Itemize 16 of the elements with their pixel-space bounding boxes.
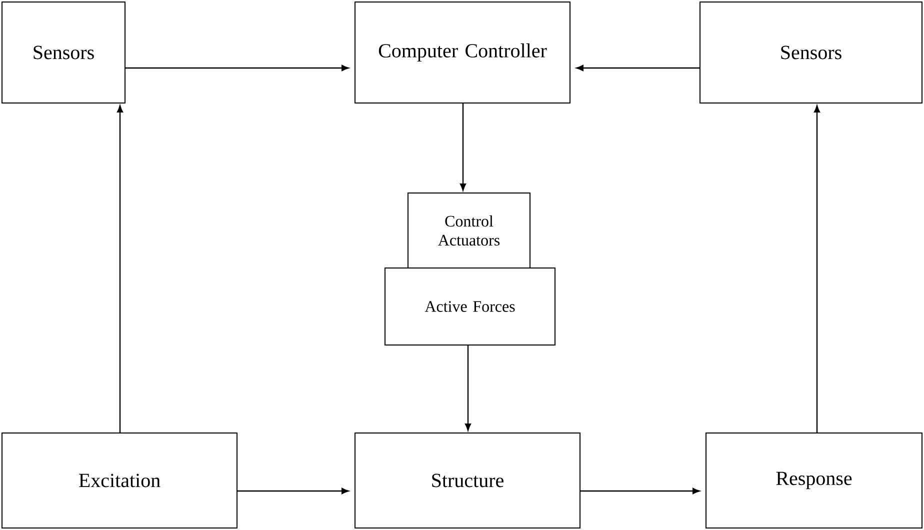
arrow	[126, 64, 349, 72]
process-box: Active Forces	[384, 268, 556, 346]
arrow	[460, 104, 466, 191]
process-box: Structure	[354, 432, 580, 528]
process-box: Response	[706, 432, 922, 528]
process-box: Computer Controller	[354, 2, 570, 104]
process-box: Excitation	[2, 432, 238, 528]
arrow	[238, 488, 349, 494]
arrow	[576, 64, 700, 72]
arrow	[814, 105, 820, 432]
process-box: Sensors	[700, 2, 922, 104]
arrow	[464, 346, 472, 431]
process-box: Sensors	[2, 2, 126, 104]
arrow	[116, 105, 124, 432]
process-box: Control Actuators	[408, 192, 530, 268]
arrow	[580, 488, 700, 494]
